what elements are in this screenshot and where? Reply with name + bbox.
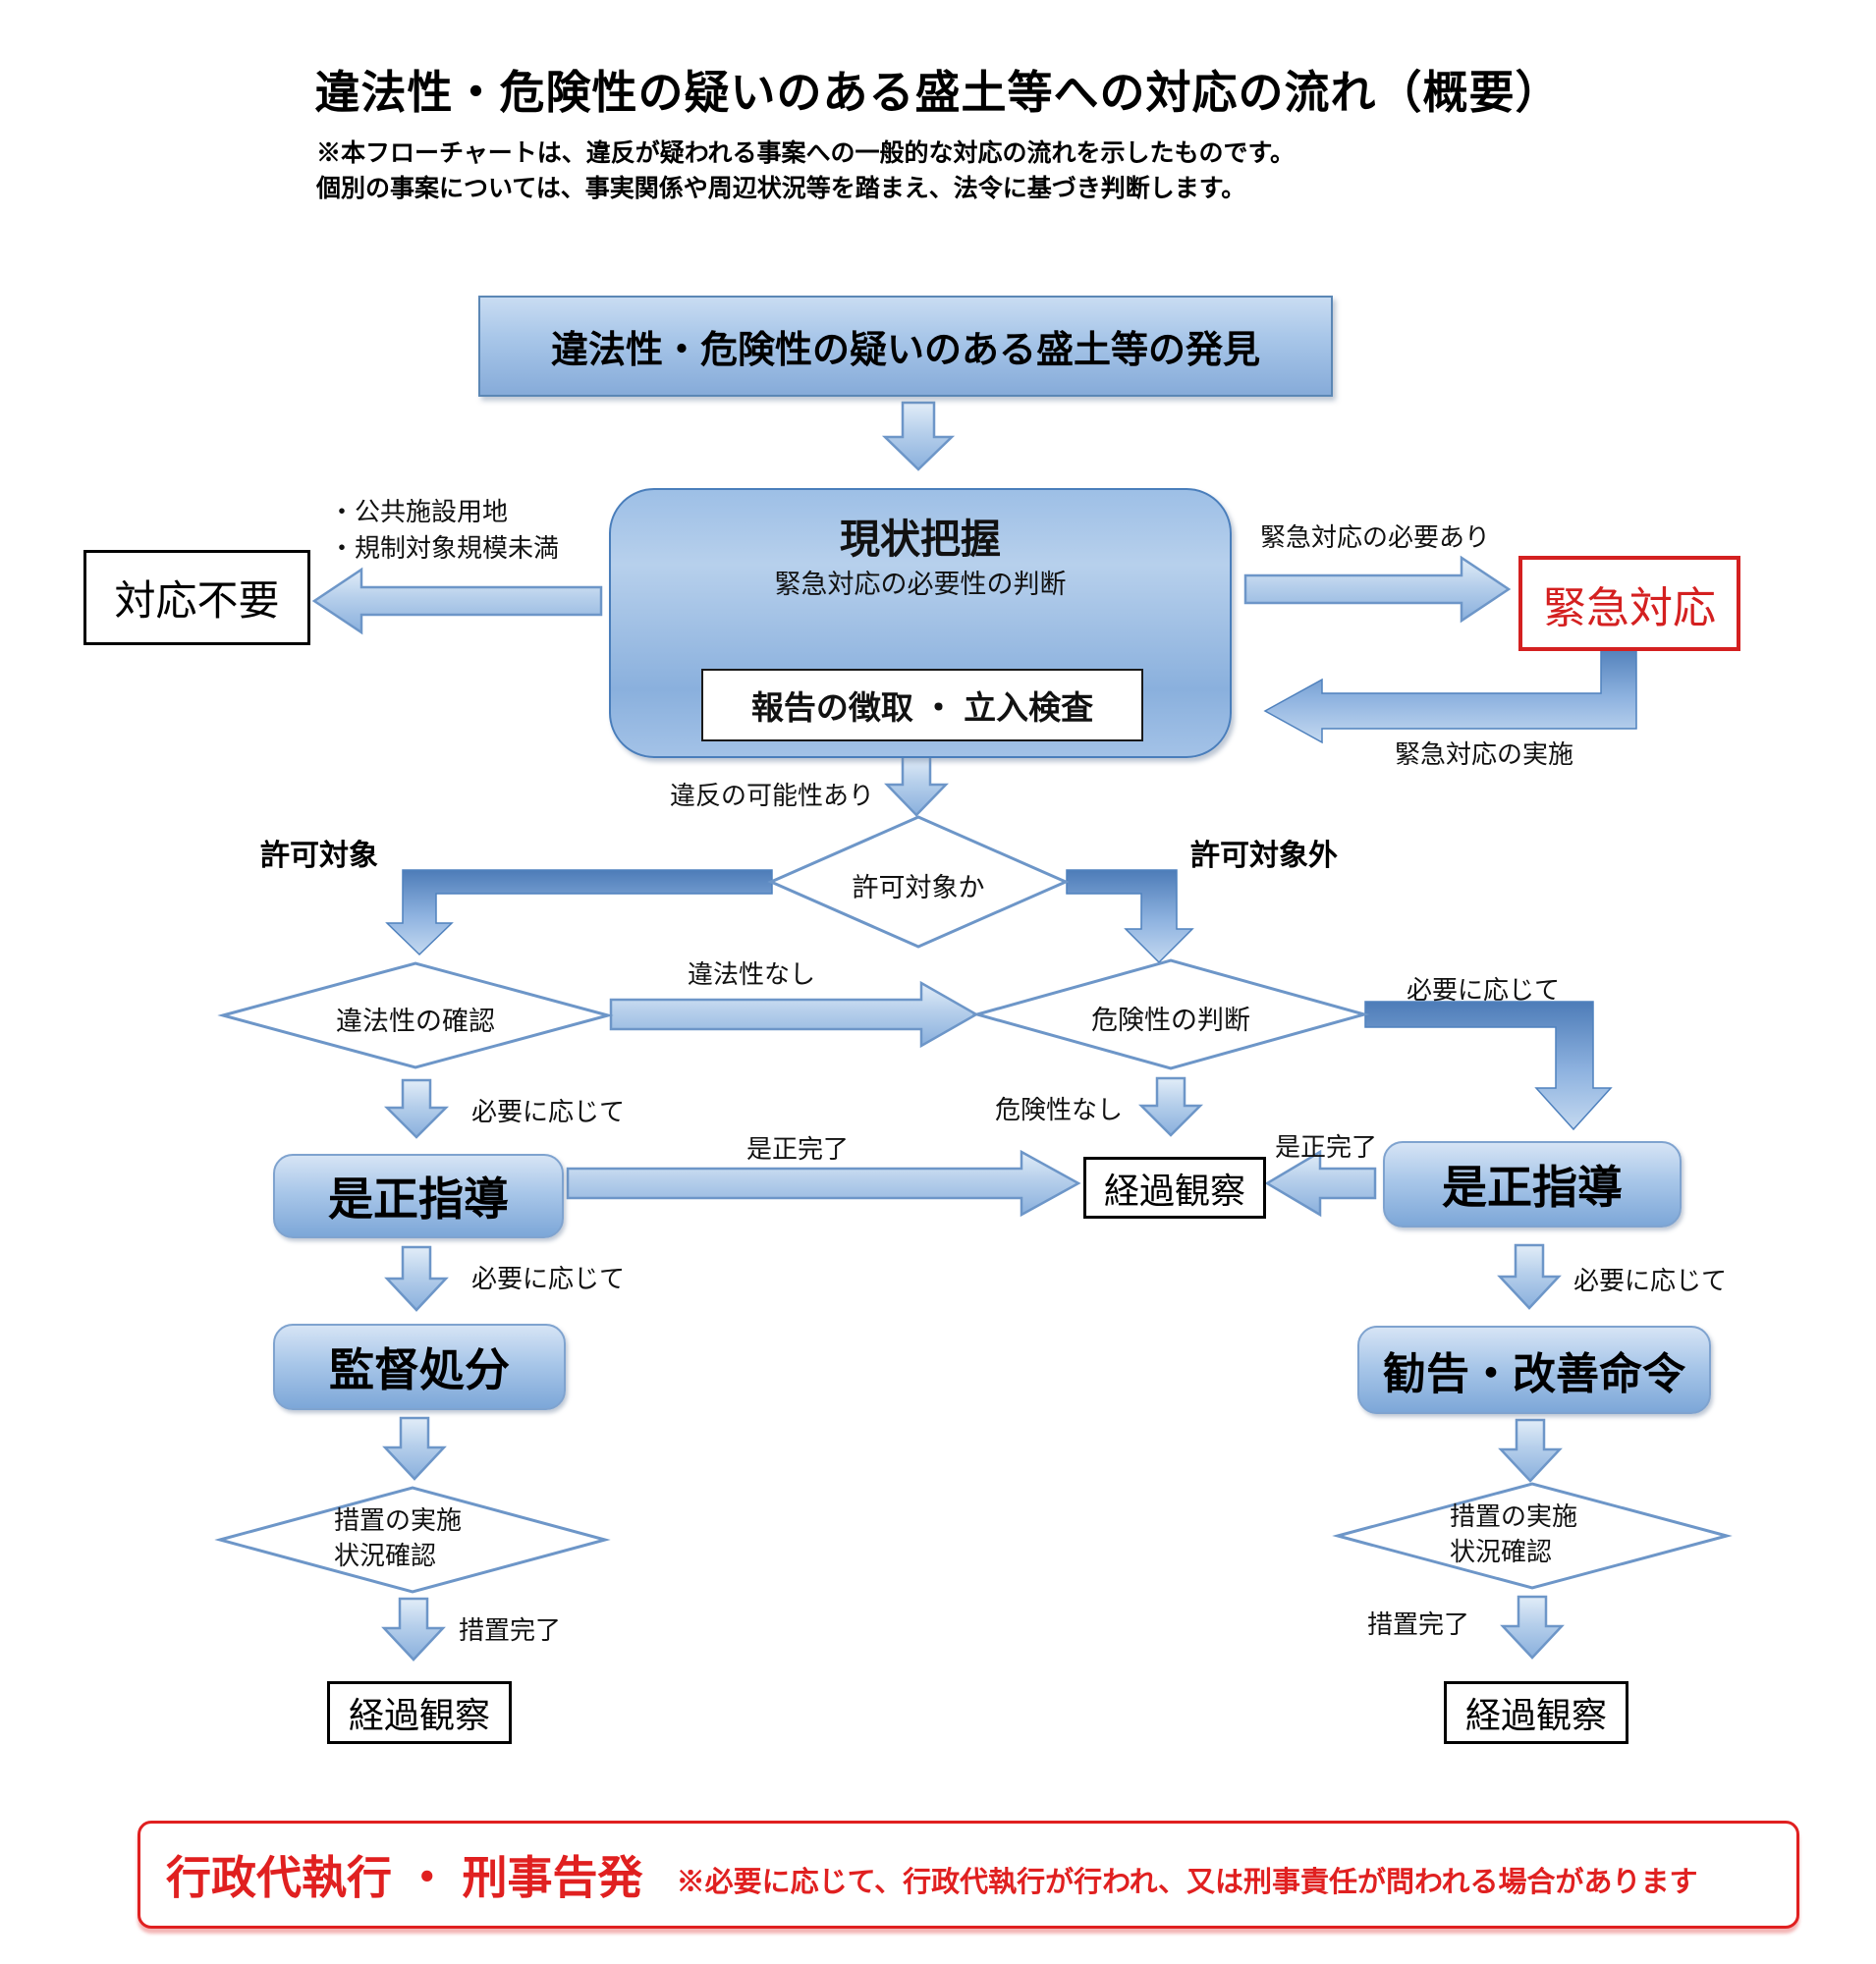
arrow-permit-outside-elbow: [1066, 869, 1194, 964]
node-correction-left: 是正指導: [273, 1154, 564, 1238]
label-public-land: ・公共施設用地: [329, 497, 509, 526]
label-no-danger: 危険性なし: [995, 1095, 1124, 1124]
arrow-no-illegality-right: [609, 980, 979, 1049]
page-note: ※本フローチャートは、違反が疑われる事案への一般的な対応の流れを示したものです。…: [316, 136, 1295, 206]
label-measure-check-left: 措置の実施 状況確認: [334, 1502, 462, 1573]
arrow-correction-left-to-observation: [566, 1149, 1081, 1218]
label-danger-check: 危険性の判断: [1091, 1006, 1250, 1035]
label-below-scale: ・規制対象規模未満: [329, 533, 560, 563]
arrow-correction-right-to-observation: [1264, 1149, 1377, 1218]
illegality-check-diamond: [217, 961, 614, 1069]
node-emergency: 緊急対応: [1518, 556, 1740, 651]
label-correction-done-left: 是正完了: [746, 1134, 850, 1164]
current-state-subtitle: 緊急対応の必要性の判断: [774, 570, 1067, 599]
label-permit-outside: 許可対象外: [1190, 840, 1338, 872]
label-as-needed-danger: 必要に応じて: [1407, 975, 1561, 1005]
current-state-title: 現状把握: [840, 517, 1001, 562]
node-discovery: 違法性・危険性の疑いのある盛土等の発見: [478, 296, 1333, 397]
arrow-recommendation-down: [1498, 1418, 1563, 1483]
arrow-correction-left-down: [384, 1245, 449, 1312]
label-permit-target: 許可対象: [260, 840, 378, 872]
arrow-no-action-left: [311, 567, 603, 635]
label-measure-check-left-line2: 状況確認: [334, 1541, 437, 1570]
label-measure-check-right-line1: 措置の実施: [1450, 1501, 1578, 1531]
label-measure-check-right-line2: 状況確認: [1450, 1537, 1553, 1566]
arrow-permit-target-elbow: [385, 869, 773, 956]
label-emergency-implemented: 緊急対応の実施: [1395, 739, 1574, 769]
enforcement-title: 行政代執行 ・ 刑事告発: [166, 1852, 643, 1903]
label-as-needed-supervision: 必要に応じて: [471, 1264, 626, 1293]
label-no-action-conditions: ・公共施設用地 ・規制対象規模未満: [329, 494, 559, 567]
label-illegality-check: 違法性の確認: [336, 1007, 495, 1036]
label-measure-check-right: 措置の実施 状況確認: [1450, 1499, 1577, 1569]
label-permit-decision: 許可対象か: [852, 873, 985, 902]
node-report-inspection: 報告の徴取 ・ 立入検査: [701, 669, 1143, 741]
arrow-supervision-down: [382, 1416, 447, 1481]
label-correction-done-right: 是正完了: [1275, 1132, 1378, 1162]
node-recommendation-order: 勧告・改善命令: [1357, 1326, 1711, 1414]
label-measure-done-right: 措置完了: [1367, 1609, 1470, 1639]
measure-check-left-diamond: [214, 1486, 611, 1594]
node-no-action: 対応不要: [83, 550, 310, 645]
arrow-measure-right-down: [1500, 1595, 1565, 1660]
arrow-discovery-down: [881, 401, 956, 471]
node-enforcement: 行政代執行 ・ 刑事告発 ※必要に応じて、行政代執行が行われ、又は刑事責任が問わ…: [138, 1821, 1799, 1929]
arrow-correction-right-down: [1497, 1243, 1562, 1310]
page-title: 違法性・危険性の疑いのある盛土等への対応の流れ（概要）: [314, 67, 1562, 118]
arrow-emergency-return: [1263, 643, 1637, 744]
node-observation-bottom-right: 経過観察: [1444, 1681, 1628, 1744]
node-supervision: 監督処分: [273, 1324, 566, 1410]
arrow-emergency-right: [1243, 555, 1512, 624]
enforcement-note: ※必要に応じて、行政代執行が行われ、又は刑事責任が問われる場合があります: [676, 1867, 1698, 1898]
label-no-illegality: 違法性なし: [688, 959, 816, 989]
node-observation-bottom-left: 経過観察: [327, 1681, 512, 1744]
node-current-state: 現状把握 緊急対応の必要性の判断 報告の徴取 ・ 立入検査: [609, 488, 1232, 758]
label-as-needed-illegality: 必要に応じて: [471, 1097, 626, 1126]
label-emergency-needed: 緊急対応の必要あり: [1260, 522, 1491, 552]
danger-check-diamond: [971, 958, 1370, 1070]
arrow-danger-down: [1137, 1076, 1204, 1137]
node-observation-mid: 経過観察: [1083, 1157, 1266, 1219]
arrow-measure-left-down: [381, 1597, 446, 1662]
permit-decision-diamond: [767, 815, 1070, 949]
page-note-line2: 個別の事案については、事実関係や周辺状況等を踏まえ、法令に基づき判断します。: [316, 175, 1246, 202]
node-correction-right: 是正指導: [1383, 1141, 1682, 1228]
label-as-needed-recommendation: 必要に応じて: [1573, 1266, 1728, 1295]
label-measure-done-left: 措置完了: [459, 1615, 562, 1645]
arrow-danger-to-correction-elbow: [1364, 1001, 1613, 1131]
label-violation-possible: 違反の可能性あり: [670, 781, 875, 810]
measure-check-right-diamond: [1332, 1482, 1733, 1590]
arrow-violation-down: [884, 754, 949, 817]
label-measure-check-left-line1: 措置の実施: [334, 1505, 463, 1535]
page-note-line1: ※本フローチャートは、違反が疑われる事案への一般的な対応の流れを示したものです。: [316, 139, 1296, 167]
arrow-illegality-down: [383, 1078, 450, 1139]
